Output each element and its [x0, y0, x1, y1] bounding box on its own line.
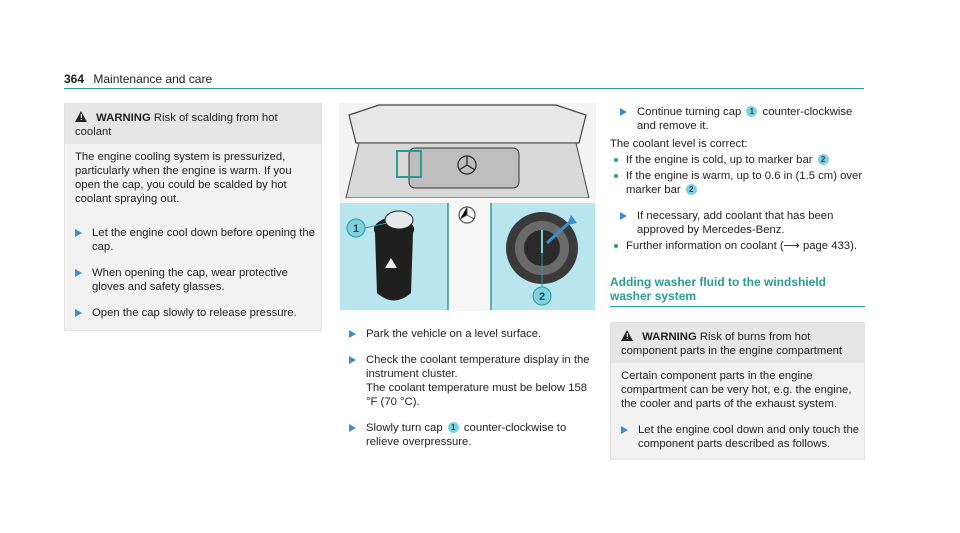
warning-title: ! WARNING Risk of scalding from hot cool… — [65, 104, 321, 144]
callout-1-inline: 1 — [746, 106, 758, 117]
reservoir-cap — [384, 210, 414, 230]
warning-mark-icon — [385, 258, 397, 268]
section-name: Maintenance and care — [93, 72, 213, 86]
header-rule — [64, 88, 864, 89]
step-item: Let the engine cool down and only touch … — [611, 423, 864, 451]
left-column: ! WARNING Risk of scalding from hot cool… — [64, 103, 322, 331]
step-text: Let the engine cool down and only touch … — [638, 424, 860, 450]
step-item: Slowly turn cap 1 counter-clockwise to r… — [339, 421, 599, 449]
step-text: Let the engine cool down before opening … — [92, 227, 315, 253]
coolant-reservoir — [373, 215, 415, 301]
warning-label: WARNING — [642, 331, 697, 343]
step-note: The coolant temperature must be below 15… — [366, 382, 588, 408]
highlight-box — [396, 150, 422, 178]
engine-cover — [408, 147, 520, 189]
step-item: When opening the cap, wear protective gl… — [65, 266, 321, 294]
section-heading: Adding washer fluid to the windshield wa… — [610, 275, 865, 307]
bullet-text: If the engine is warm, up to 0.6 in (1.5… — [626, 170, 863, 196]
step-text: counter-clockwise to relieve overpressur… — [366, 422, 567, 448]
step-text: If necessary, add coolant that has been … — [637, 210, 834, 236]
step-text: Park the vehicle on a level surface. — [366, 328, 542, 340]
callout-1-inline: 1 — [447, 422, 459, 433]
step-item: Open the cap slowly to release pressure. — [65, 306, 321, 320]
warning-icon: ! — [75, 111, 87, 122]
bullet-text: Further information on coolant ( — [626, 240, 784, 252]
step-text: Check the coolant temperature display in… — [366, 354, 590, 380]
warning-box: ! WARNING Risk of scalding from hot cool… — [64, 103, 322, 331]
warning-label: WARNING — [96, 112, 151, 124]
callout-2-badge — [532, 286, 552, 306]
warning-heading: Risk of scalding from hot coolant — [75, 112, 278, 138]
callout-2-label: 2 — [539, 291, 545, 303]
step-arrow-icon — [349, 424, 356, 432]
step-text: Open the cap slowly to release pressure. — [92, 307, 297, 319]
callout-1-label: 1 — [353, 223, 359, 235]
step-item: Park the vehicle on a level surface. — [339, 327, 599, 341]
level-intro: The coolant level is correct: — [610, 138, 748, 150]
step-text: When opening the cap, wear protective gl… — [92, 267, 288, 293]
page-number: 364 — [64, 72, 85, 86]
step-item: Check the coolant temperature display in… — [339, 353, 599, 409]
step-arrow-icon — [349, 356, 356, 364]
step-arrow-icon — [349, 330, 356, 338]
warning-body: Certain component parts in the engine co… — [621, 370, 852, 410]
page-reference-link[interactable]: page 433). — [802, 240, 857, 252]
list-item: If the engine is cold, up to marker bar … — [610, 153, 865, 167]
step-item: Let the engine cool down before opening … — [65, 226, 321, 254]
step-arrow-icon — [75, 309, 82, 317]
step-arrow-icon — [75, 269, 82, 277]
step-item: Continue turning cap 1 counter-clockwise… — [610, 105, 865, 133]
section-title: Adding washer fluid to the windshield wa… — [610, 275, 826, 303]
step-arrow-icon — [621, 426, 628, 434]
step-arrow-icon — [620, 108, 627, 116]
level-arrow-icon — [545, 219, 573, 245]
middle-column: Park the vehicle on a level surface. Che… — [339, 315, 599, 449]
page-header: 364 Maintenance and care — [64, 72, 212, 86]
right-column: Continue turning cap 1 counter-clockwise… — [610, 93, 865, 460]
section-rule — [610, 306, 865, 307]
step-arrow-icon — [620, 212, 627, 220]
bullet-text: If the engine is cold, up to marker bar — [626, 154, 813, 166]
warning-title: ! WARNING Risk of burns from hot compone… — [611, 323, 864, 363]
warning-heading: Risk of burns from hot component parts i… — [621, 331, 843, 357]
warning-body: The engine cooling system is pressurized… — [75, 151, 292, 205]
engine-figure: 1 2 — [339, 103, 596, 311]
step-text: counter-clockwise and remove it. — [637, 106, 853, 132]
step-item: If necessary, add coolant that has been … — [610, 209, 865, 237]
callout-2-inline: 2 — [685, 184, 697, 195]
step-text: Continue turning cap — [637, 106, 742, 118]
callout-2-inline: 2 — [817, 154, 829, 165]
list-item: Further information on coolant (⟶ page 4… — [610, 239, 865, 253]
page-ref-arrow-icon: ⟶ — [783, 240, 803, 252]
list-item: If the engine is warm, up to 0.6 in (1.5… — [610, 169, 865, 197]
hood-shape — [348, 104, 587, 144]
warning-icon: ! — [621, 330, 633, 341]
warning-box: ! WARNING Risk of burns from hot compone… — [610, 322, 865, 460]
step-text: Slowly turn cap — [366, 422, 443, 434]
step-arrow-icon — [75, 229, 82, 237]
